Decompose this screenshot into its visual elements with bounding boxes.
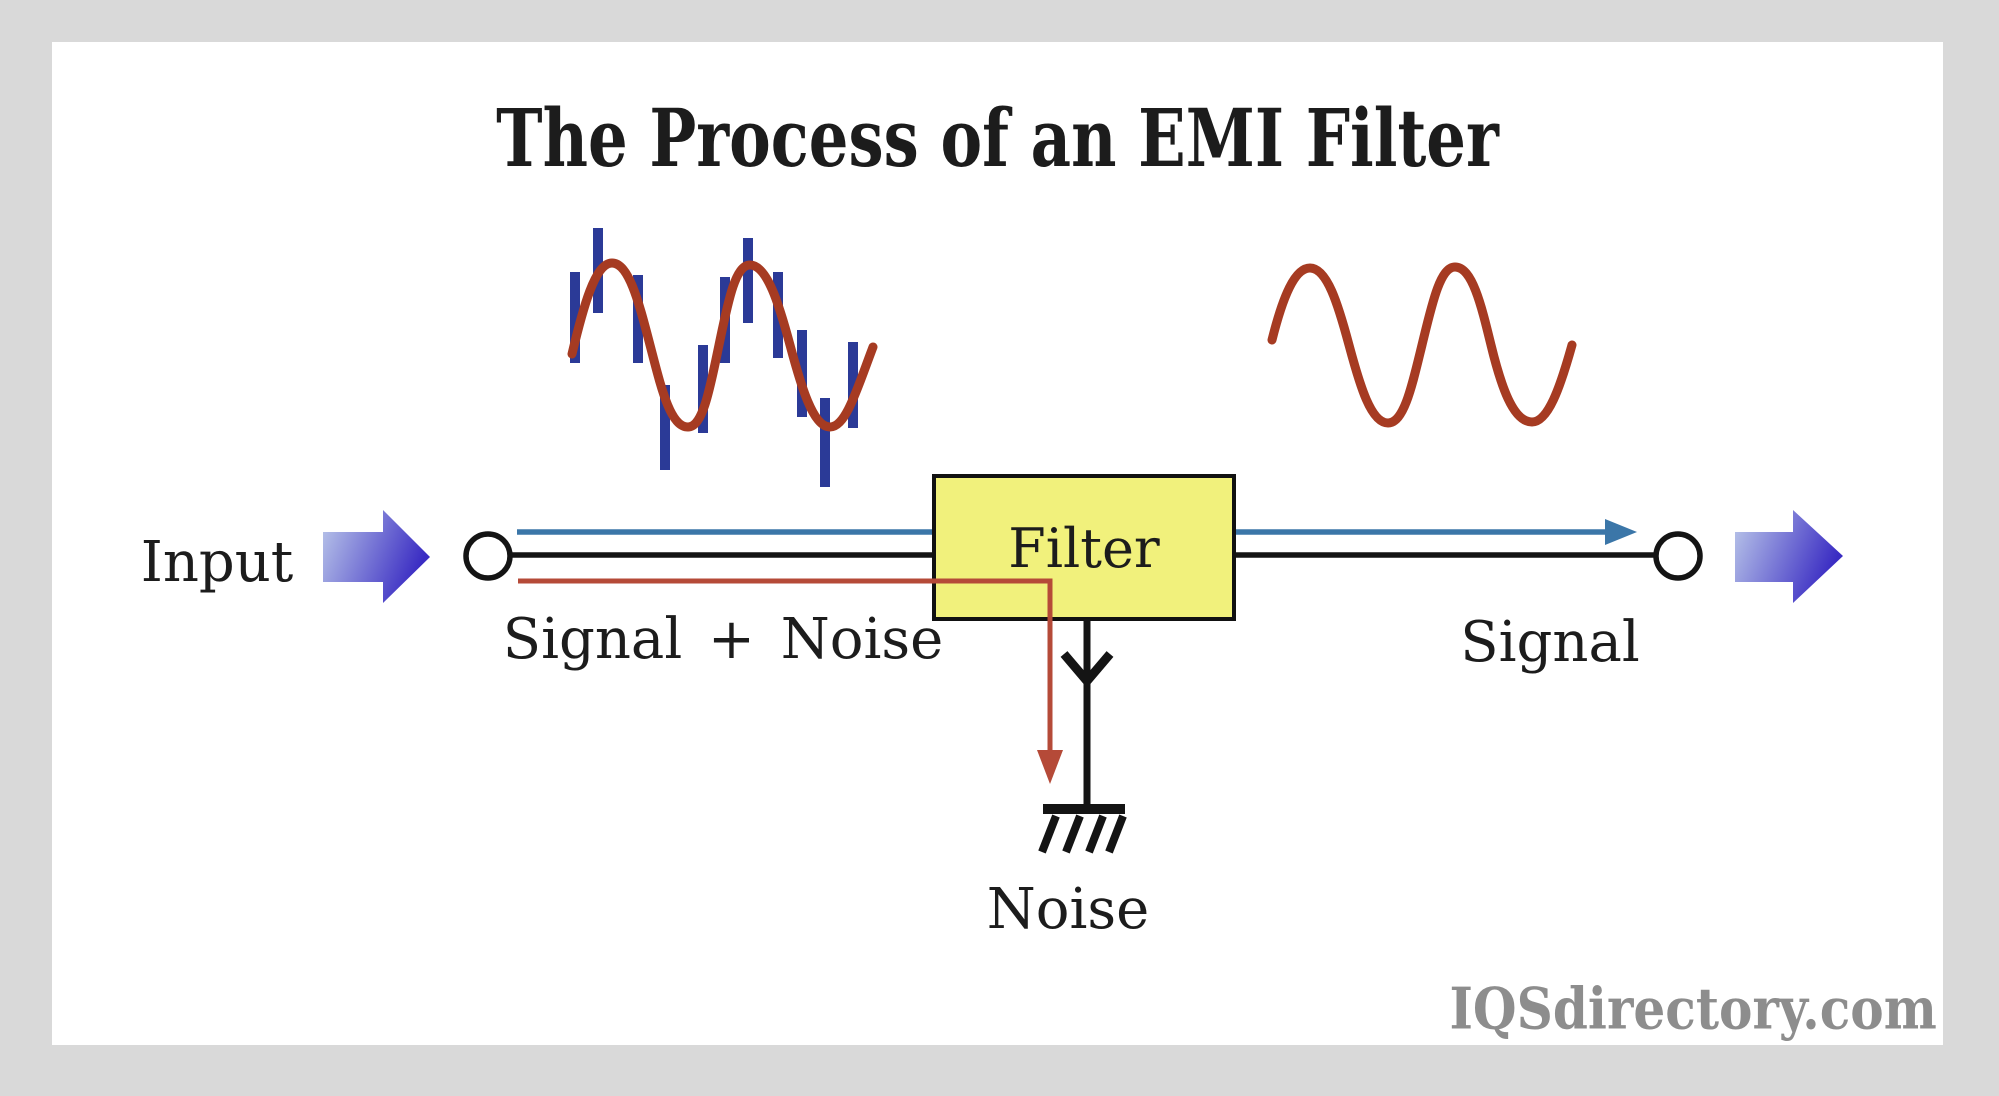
noise-label: Noise	[986, 877, 1150, 942]
output-terminal-circle	[1653, 531, 1703, 581]
input-arrow-icon	[323, 510, 430, 603]
signal-label: Signal	[1460, 610, 1640, 675]
ground-hatch	[1038, 814, 1060, 854]
input-terminal-circle	[463, 531, 513, 581]
noise-spike	[570, 272, 580, 363]
input-label: Input	[140, 530, 294, 595]
output-arrow-icon	[1735, 510, 1843, 603]
noise-spike	[633, 275, 643, 363]
ground-hatch	[1062, 814, 1084, 854]
signal-plus-noise-label: Signal + Noise	[502, 607, 944, 672]
ground-hatch	[1105, 814, 1127, 854]
watermark-text: IQSdirectory.com	[1449, 975, 1937, 1043]
noise-arrowhead-icon	[1037, 750, 1063, 784]
clean-sine-curve	[1267, 262, 1577, 428]
diagram-panel: The Process of an EMI Filter Input Signa…	[52, 42, 1943, 1045]
noise-wire	[518, 578, 1053, 758]
noise-spike	[660, 385, 670, 470]
ground-bar	[1043, 804, 1125, 814]
noisy-sine-curve	[567, 258, 878, 432]
filter-box	[932, 474, 1236, 621]
noise-spike	[848, 342, 858, 428]
ground-symbol-icon	[1038, 619, 1127, 854]
noise-spike	[698, 345, 708, 433]
noise-spike	[743, 238, 753, 323]
noise-spike	[820, 398, 830, 487]
diagram-canvas	[323, 228, 1843, 854]
noisy-signal-waveform-icon	[567, 228, 878, 487]
diagram-title: The Process of an EMI Filter	[496, 91, 1499, 185]
ground-hatch	[1085, 814, 1107, 854]
filter-label: Filter	[1008, 517, 1160, 580]
ground-chevron-icon	[1060, 651, 1114, 688]
signal-arrowhead-icon	[1605, 519, 1637, 545]
clean-signal-waveform-icon	[1267, 262, 1577, 428]
